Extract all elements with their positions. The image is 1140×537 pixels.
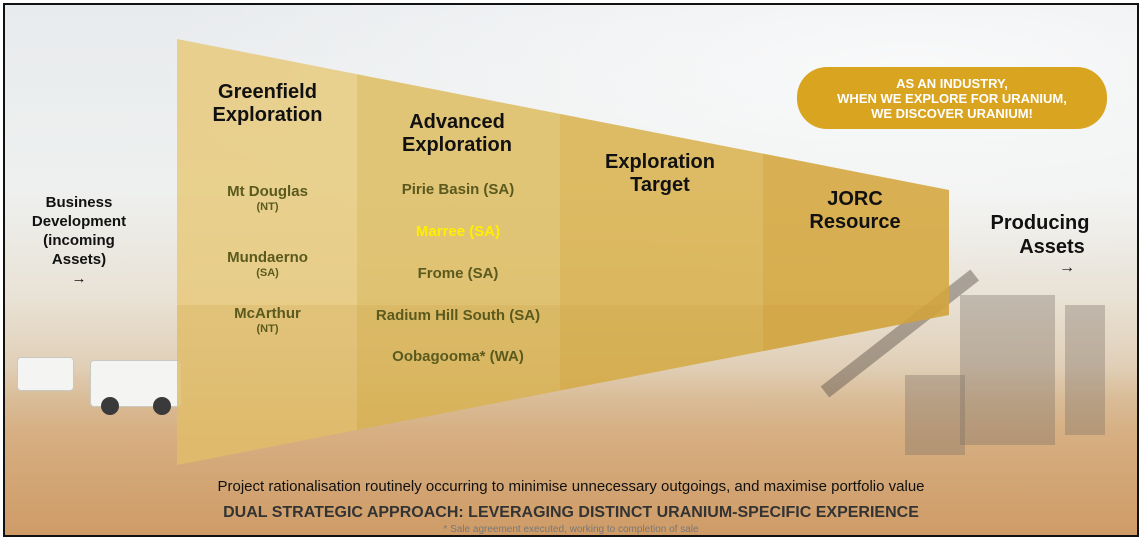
project-radium-hill-south: Radium Hill South (SA) bbox=[375, 307, 541, 324]
project-mcarthur: McArthur (NT) bbox=[185, 305, 350, 336]
project-mundaerno: Mundaerno (SA) bbox=[185, 249, 350, 280]
industry-callout: AS AN INDUSTRY, WHEN WE EXPLORE FOR URAN… bbox=[797, 67, 1107, 129]
label-line: (incoming bbox=[43, 232, 115, 249]
project-frome: Frome (SA) bbox=[417, 265, 499, 282]
title-line: Advanced bbox=[409, 111, 505, 133]
project-oobagooma: Oobagooma* (WA) bbox=[392, 348, 524, 365]
title-line: Exploration bbox=[604, 151, 715, 173]
slide: AS AN INDUSTRY, WHEN WE EXPLORE FOR URAN… bbox=[3, 3, 1139, 537]
project-state: (NT) bbox=[256, 323, 279, 335]
sale-footnote: * Sale agreement executed, working to co… bbox=[443, 524, 699, 535]
title-line: Exploration bbox=[401, 134, 512, 156]
funnel-graphic bbox=[177, 39, 949, 465]
jorc-resource-title: JORC Resource bbox=[765, 188, 945, 234]
project-state: (NT) bbox=[256, 201, 279, 213]
background-plant bbox=[905, 375, 965, 455]
rationalisation-note: Project rationalisation routinely occurr… bbox=[217, 478, 925, 495]
project-state: (SA) bbox=[256, 267, 279, 279]
background-vehicle bbox=[90, 360, 182, 415]
advanced-band bbox=[357, 39, 560, 465]
background-plant bbox=[960, 295, 1055, 445]
exploration-target-title: Exploration Target bbox=[560, 151, 760, 197]
label-line: Development bbox=[31, 213, 127, 230]
arrow-right-icon: → bbox=[71, 270, 87, 287]
project-pirie-basin: Pirie Basin (SA) bbox=[401, 181, 515, 198]
callout-line: WHEN WE EXPLORE FOR URANIUM, bbox=[837, 90, 1067, 106]
label-line: Assets) bbox=[51, 251, 107, 268]
project-name: Mt Douglas bbox=[227, 183, 308, 200]
project-marree: Marree (SA) bbox=[415, 223, 501, 240]
title-line: Resource bbox=[809, 211, 901, 233]
greenfield-band bbox=[177, 39, 357, 465]
advanced-title: Advanced Exploration bbox=[357, 111, 557, 157]
callout-line: WE DISCOVER URANIUM! bbox=[871, 105, 1033, 121]
title-line: JORC bbox=[827, 188, 883, 210]
title-line: Greenfield bbox=[218, 81, 317, 103]
project-name: McArthur bbox=[234, 305, 301, 322]
producing-assets-label: Producing Assets → bbox=[975, 211, 1105, 277]
callout-line: AS AN INDUSTRY, bbox=[896, 75, 1008, 91]
background-vehicle bbox=[17, 357, 74, 391]
project-name: Mundaerno bbox=[227, 249, 308, 266]
label-line: Assets bbox=[1019, 236, 1085, 258]
strategy-headline: DUAL STRATEGIC APPROACH: LEVERAGING DIST… bbox=[223, 504, 919, 521]
business-development-label: Business Development (incoming Assets) → bbox=[9, 193, 149, 288]
arrow-right-icon: → bbox=[1059, 259, 1075, 276]
title-line: Exploration bbox=[212, 104, 323, 126]
background-plant bbox=[1065, 305, 1105, 435]
project-mt-douglas: Mt Douglas (NT) bbox=[185, 183, 350, 214]
label-line: Producing bbox=[990, 212, 1090, 234]
greenfield-title: Greenfield Exploration bbox=[185, 81, 350, 127]
target-band bbox=[560, 39, 763, 465]
title-line: Target bbox=[630, 174, 690, 196]
label-line: Business bbox=[45, 194, 113, 211]
